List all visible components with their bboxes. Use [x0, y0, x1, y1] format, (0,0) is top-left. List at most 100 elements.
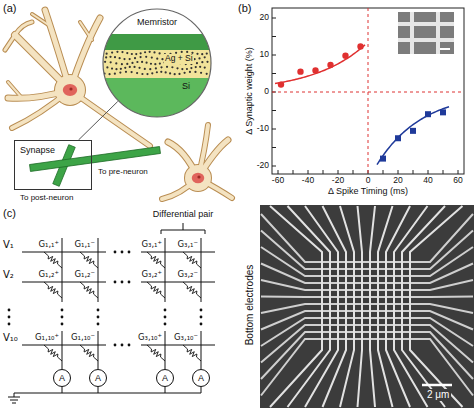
column-wire [201, 387, 202, 393]
conductance-label: G₁,₂⁻ [74, 270, 95, 280]
conductance-label: G₃,₁⁺ [141, 240, 162, 250]
fit-curve [377, 107, 449, 165]
data-point [380, 156, 386, 162]
top-electrode [261, 339, 473, 396]
data-point [342, 53, 348, 59]
silver-particle [204, 67, 206, 69]
silver-particle [141, 73, 143, 75]
silver-particle [145, 62, 147, 64]
memristor-symbol [183, 345, 201, 361]
column-wire [165, 331, 166, 369]
top-electrode-layer [102, 34, 212, 50]
data-point [440, 109, 446, 115]
row-wire [22, 252, 106, 253]
tick-mark [308, 170, 309, 174]
silver-particle [104, 61, 106, 63]
tick-mark [272, 36, 276, 37]
silver-particle [129, 66, 131, 68]
tick-mark [353, 170, 354, 174]
tick-mark [272, 166, 276, 167]
bottom-electrode-layer [102, 78, 212, 118]
silver-particle [199, 66, 201, 68]
column-wire [98, 238, 99, 302]
silver-particle [165, 71, 167, 73]
silver-particle [196, 53, 198, 55]
tick-label: 0 [366, 176, 371, 186]
panel-letter: (a) [3, 2, 16, 15]
silver-particle [189, 71, 191, 73]
memristor-symbol [183, 252, 201, 268]
silver-particle [174, 73, 176, 75]
silver-particle [120, 68, 122, 70]
zero-line [368, 8, 369, 174]
tick-label: 60 [453, 176, 462, 186]
neuron-outline [8, 82, 22, 98]
silver-particle [130, 71, 132, 73]
silver-particle [129, 58, 131, 60]
silver-particle [156, 71, 158, 73]
silver-particle [116, 51, 118, 53]
ellipsis-dot [61, 323, 64, 326]
voltage-label: V₁ [3, 239, 14, 251]
ground-bus [14, 393, 201, 394]
ellipsis-dot [164, 316, 167, 319]
silver-particle [153, 51, 155, 53]
silver-particle [150, 63, 152, 65]
memristor-symbol [44, 252, 62, 268]
silver-particle [108, 73, 110, 75]
neuron-illustration [5, 10, 232, 199]
silver-particle [206, 61, 208, 63]
silver-particle [109, 56, 111, 58]
silver-particle [115, 62, 117, 64]
silver-particle [121, 51, 123, 53]
neuron-outline [5, 35, 15, 50]
column-wire [165, 387, 166, 393]
silver-particle [186, 51, 188, 53]
data-point [410, 128, 416, 134]
column-wire [98, 331, 99, 369]
top-electrode [261, 280, 473, 290]
tick-label: -20 [332, 176, 344, 186]
magnifier-line [78, 102, 117, 140]
silver-particle [115, 68, 117, 70]
ellipsis-dot [97, 309, 100, 312]
pair-bracket [161, 230, 205, 234]
ellipsis-dot [61, 309, 64, 312]
neuron-nucleus [63, 84, 77, 96]
neuron-dendrite [32, 14, 50, 26]
ammeter-symbol: A [156, 369, 174, 387]
silver-particle [160, 66, 162, 68]
silver-particle [151, 72, 153, 74]
conductance-label: G₁,₁₀⁻ [71, 333, 95, 343]
silver-particle [121, 63, 123, 65]
memristor-symbol [147, 282, 165, 298]
layer-label: Ag + Si [164, 54, 194, 64]
silver-particle [159, 63, 161, 65]
neuron-outline [80, 22, 92, 40]
data-point [425, 111, 431, 117]
ellipsis-dot [114, 344, 117, 347]
memristor-symbol [80, 282, 98, 298]
silver-particle [140, 52, 142, 54]
nucleolus [69, 87, 72, 90]
ellipsis-dot [200, 316, 203, 319]
crossbar-circuit [8, 223, 215, 403]
tick-mark [293, 170, 294, 174]
silver-particle [169, 72, 171, 74]
ellipsis-dot [164, 323, 167, 326]
ellipsis-dot [128, 344, 131, 347]
silver-particle [114, 56, 116, 58]
pair-bracket [183, 223, 184, 230]
bottom-electrode [358, 206, 363, 407]
ground-symbol [12, 403, 16, 404]
ellipsis-dot [164, 309, 167, 312]
conductance-label: G₃,₁₀⁻ [174, 333, 198, 343]
ellipsis-dot [200, 309, 203, 312]
ellipsis-dot [114, 251, 117, 254]
tick-mark [272, 129, 276, 130]
silver-particle [139, 56, 141, 58]
electrode-label: To pre-neuron [98, 167, 148, 176]
